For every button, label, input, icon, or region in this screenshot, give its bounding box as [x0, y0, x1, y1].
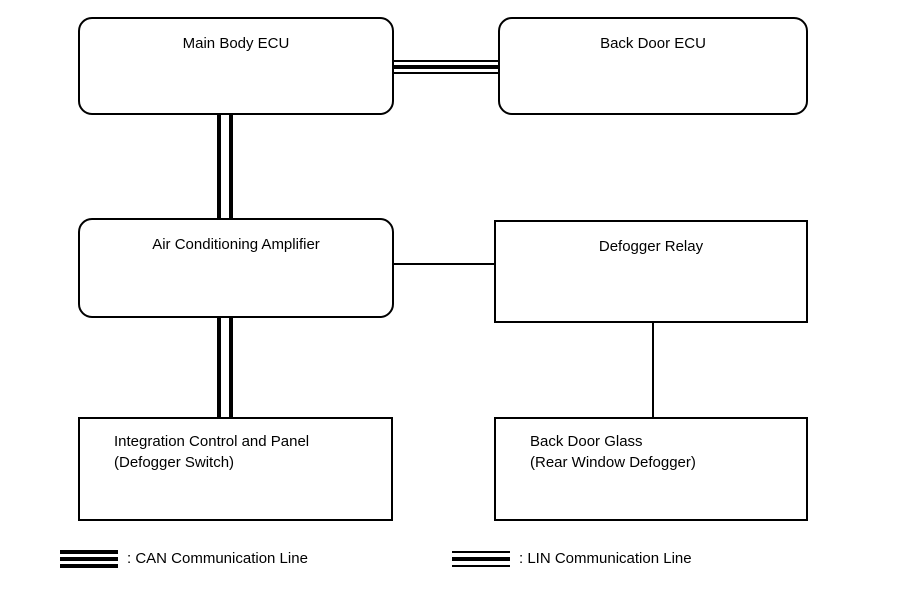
node-label-air-conditioning-amplifier: Air Conditioning Amplifier — [152, 236, 320, 253]
can-connector-air-conditioning-amplifier-to-integration-control — [217, 313, 233, 421]
can-connector-main-body-ecu-to-air-conditioning-amplifier — [217, 112, 233, 224]
lin-bus-symbol-icon — [452, 549, 510, 567]
can-symbol-bar-1 — [60, 550, 118, 554]
lin-rail-middle — [388, 65, 504, 69]
lin-rail-top — [388, 60, 504, 62]
legend-entry-lin: : LIN Communication Line — [452, 549, 692, 567]
lin-symbol-bar-2 — [452, 557, 510, 561]
node-main-body-ecu[interactable]: Main Body ECU — [78, 17, 394, 115]
node-air-conditioning-amplifier[interactable]: Air Conditioning Amplifier — [78, 218, 394, 318]
node-defogger-relay[interactable]: Defogger Relay — [494, 220, 808, 323]
lin-symbol-bar-1 — [452, 551, 510, 553]
lin-rail-bottom — [388, 72, 504, 74]
lin-symbol-bar-3 — [452, 565, 510, 567]
legend-label-lin: : LIN Communication Line — [519, 549, 692, 567]
node-label-back-door-ecu: Back Door ECU — [600, 35, 706, 52]
wire-air-conditioning-amplifier-to-defogger-relay — [388, 263, 504, 265]
lin-connector-main-body-ecu-to-back-door-ecu — [388, 60, 504, 74]
can-bus-symbol-icon — [60, 549, 118, 568]
legend-entry-can: : CAN Communication Line — [60, 549, 308, 568]
wire-defogger-relay-to-back-door-glass — [652, 319, 654, 421]
can-symbol-bar-3 — [60, 564, 118, 568]
node-label-defogger-relay: Defogger Relay — [598, 238, 704, 255]
node-back-door-glass[interactable]: Back Door Glass (Rear Window Defogger) — [494, 417, 808, 521]
node-label-back-door-glass: Back Door Glass (Rear Window Defogger) — [530, 433, 696, 471]
can-symbol-bar-2 — [60, 557, 118, 561]
legend-label-can: : CAN Communication Line — [127, 549, 308, 567]
node-integration-control-and-panel[interactable]: Integration Control and Panel (Defogger … — [78, 417, 393, 521]
node-label-main-body-ecu: Main Body ECU — [182, 35, 290, 52]
node-back-door-ecu[interactable]: Back Door ECU — [498, 17, 808, 115]
node-label-integration-control-and-panel: Integration Control and Panel (Defogger … — [114, 433, 310, 471]
